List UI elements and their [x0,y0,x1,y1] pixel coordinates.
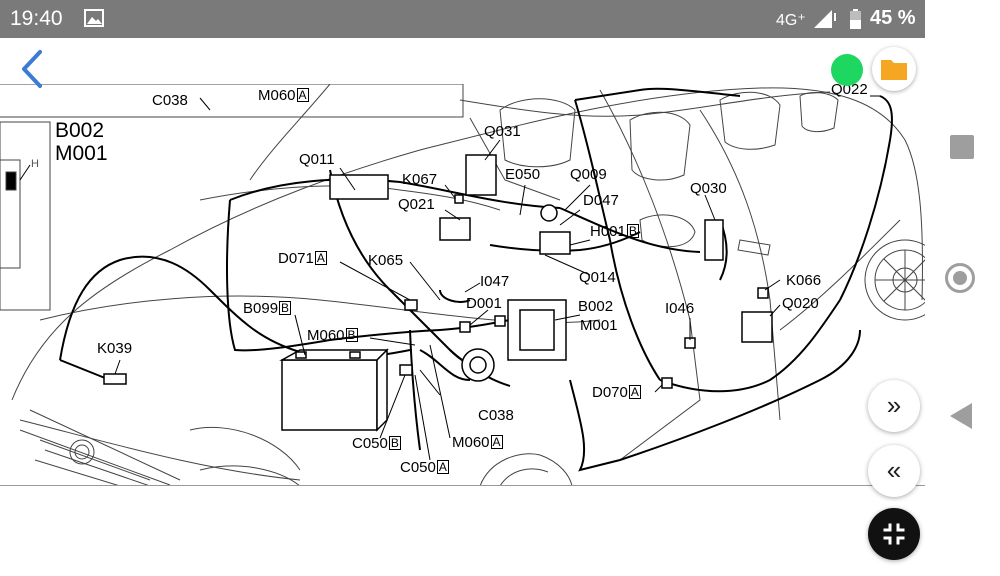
label-q014: Q014 [579,269,616,286]
label-q031: Q031 [484,123,521,140]
forward-button[interactable]: » [868,380,920,432]
label-b002-big: B002 [55,119,105,142]
label-q020: Q020 [782,295,819,312]
fit-button[interactable] [868,508,920,560]
label-i047: I047 [480,273,510,290]
status-time: 19:40 [10,7,63,30]
label-k039: K039 [97,340,133,357]
signal-icon [814,10,836,28]
label-i046: I046 [665,300,695,317]
label-k065: K065 [368,252,404,269]
folder-button[interactable] [872,47,916,91]
label-k067: K067 [402,171,438,188]
circle-icon[interactable] [945,263,975,293]
label-b002: B002 [578,298,614,315]
status-dot[interactable] [831,54,863,86]
label-m001-big: M001 [55,142,108,165]
status-bar: 19:40 4G⁺ 45 % [0,0,925,38]
label-q009: Q009 [570,166,607,183]
chevron-left-icon[interactable] [14,48,50,90]
label-q011: Q011 [299,151,335,168]
folder-icon [881,60,907,80]
label-q021: Q021 [398,196,435,213]
label-h-small: H [31,158,39,170]
car-wiring-drawing [0,84,925,486]
battery-icon [850,9,861,29]
label-q022: Q022 [831,84,868,98]
label-k066: K066 [786,272,822,289]
triangle-back-icon[interactable] [950,403,972,429]
collapse-icon [883,523,905,545]
label-m001: M001 [580,317,618,334]
diagram-divider [0,485,925,486]
label-d047: D047 [583,192,619,209]
square-icon[interactable] [950,135,974,159]
label-d001: D001 [466,295,502,312]
network-type: 4G⁺ [776,12,806,29]
label-q030: Q030 [690,180,727,197]
label-c038: C038 [478,407,514,424]
battery-percent: 45 % [870,7,916,29]
rewind-button[interactable]: « [868,445,920,497]
image-notification-icon [84,9,104,27]
label-c038-top: C038 [152,92,188,109]
label-e050: E050 [505,166,541,183]
